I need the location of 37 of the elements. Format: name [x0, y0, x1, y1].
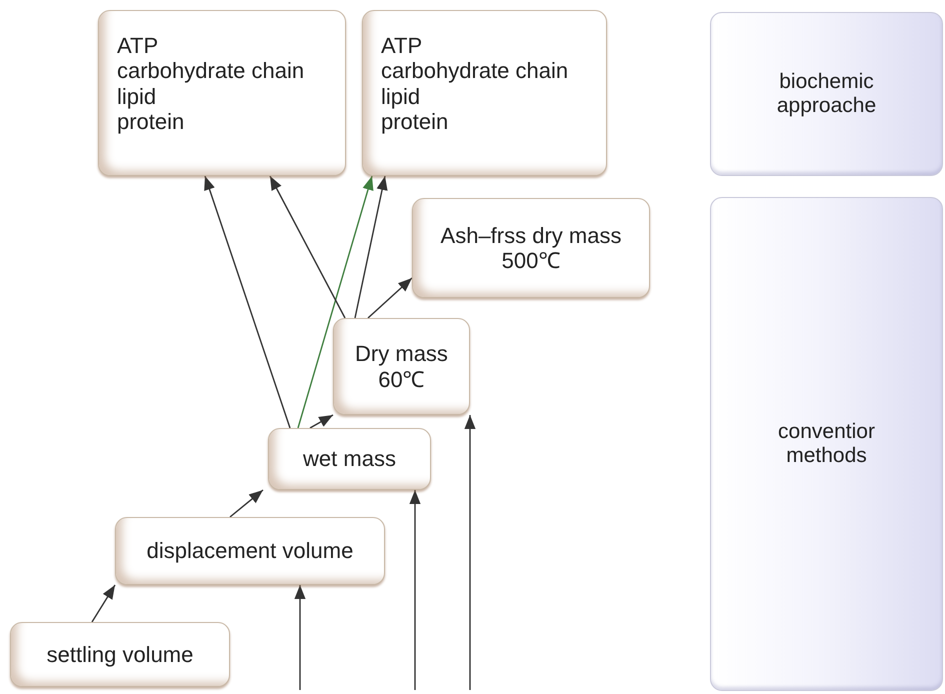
arrow: [310, 414, 334, 429]
panel-label: conventior methods: [777, 420, 876, 468]
arrow: [91, 584, 116, 622]
process-box: [10, 622, 230, 687]
process-box: [115, 517, 385, 585]
arrow: [464, 415, 476, 690]
arrow: [294, 585, 306, 690]
box-text: wet mass: [303, 446, 396, 472]
box-text: lipid: [117, 84, 156, 109]
arrow: [204, 176, 291, 428]
box-text: 500℃: [502, 248, 560, 274]
category-panel: [710, 12, 943, 176]
box-text: displacement volume: [146, 538, 354, 564]
box-text: carbohydrate chain: [117, 58, 304, 84]
box-text: carbohydrate chain: [381, 58, 568, 84]
process-box: [333, 318, 470, 415]
arrow: [230, 489, 264, 518]
arrow: [354, 176, 388, 318]
box-text: Dry mass: [355, 341, 448, 366]
process-box: [268, 428, 431, 490]
box-text: 60℃: [378, 366, 425, 392]
process-box: [98, 10, 346, 176]
box-text: lipid: [381, 84, 420, 109]
box-text: settling volume: [46, 642, 194, 668]
box-text: Ash–frss dry mass: [440, 222, 622, 248]
arrow: [409, 490, 421, 690]
process-box: [412, 198, 650, 298]
box-text: ATP: [117, 33, 158, 58]
box-text: ATP: [381, 33, 422, 58]
panel-label: biochemic approache: [776, 70, 878, 118]
category-panel: [710, 197, 943, 691]
arrow: [269, 176, 346, 318]
process-box: [362, 10, 607, 176]
box-text: protein: [381, 108, 448, 134]
arrow: [297, 176, 374, 428]
arrow: [368, 277, 412, 319]
box-text: protein: [117, 108, 184, 134]
